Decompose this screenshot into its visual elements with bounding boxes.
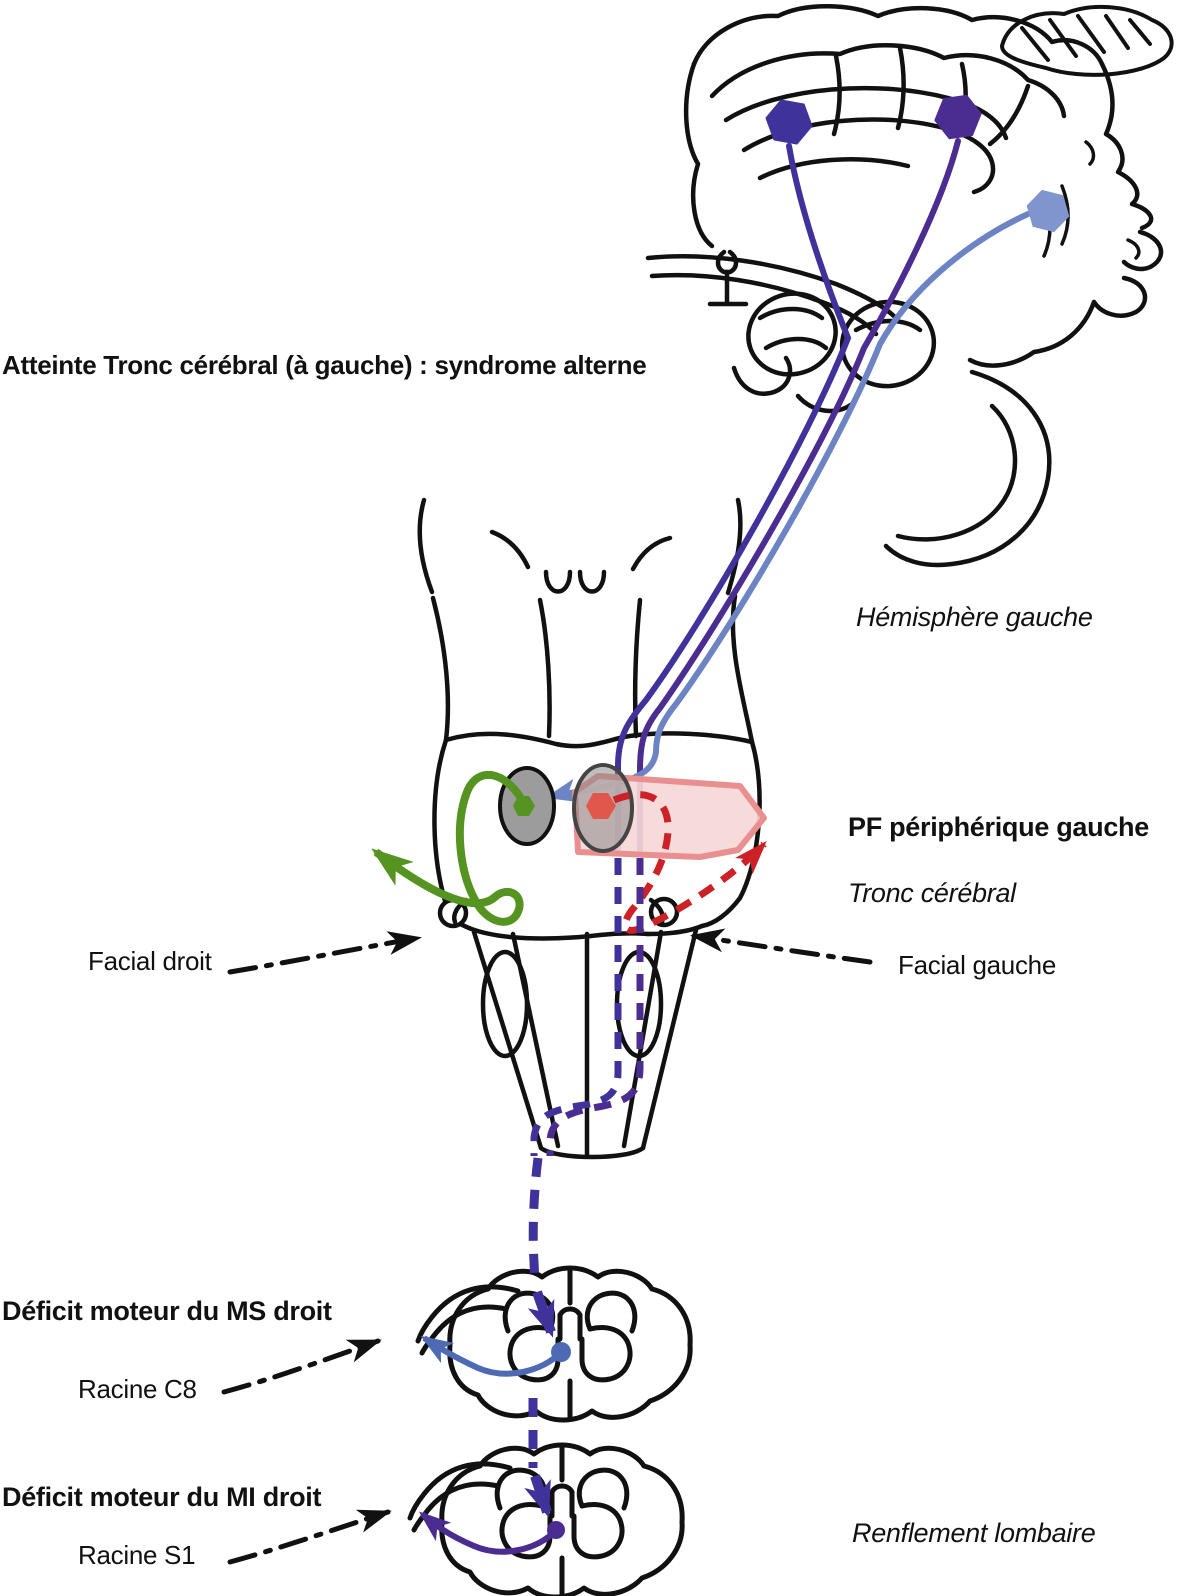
facial-gauche-arrow xyxy=(690,928,873,965)
pyramidal-tracts xyxy=(545,138,1031,853)
brainstem-outline xyxy=(417,497,762,941)
racine-s1-arrow xyxy=(227,1509,392,1565)
spinal-section-c8 xyxy=(415,1265,693,1423)
label-deficit-ms: Déficit moteur du MS droit xyxy=(2,1296,332,1326)
medulla-outline xyxy=(471,927,699,1160)
cerebellum-folia xyxy=(1000,4,1174,77)
arrow-into-s1-horn xyxy=(524,1474,552,1518)
pyramidal-dashed-right xyxy=(546,858,644,1156)
label-hemisphere-gauche: Hémisphère gauche xyxy=(856,602,1093,632)
arrow-into-c8-horn xyxy=(527,1290,556,1338)
cortical-neuron-arm-area xyxy=(934,94,982,140)
cortical-neuron-leg-area xyxy=(765,99,813,145)
cortical-neuron-face-area xyxy=(1026,189,1070,233)
label-renflement-lombaire: Renflement lombaire xyxy=(852,1518,1096,1548)
facial-nerve-left-dashed-path xyxy=(612,791,767,934)
spinal-section-s1 xyxy=(407,1442,685,1596)
title-syndrome-alterne: Atteinte Tronc cérébral (à gauche) : syn… xyxy=(2,350,647,380)
label-racine-c8: Racine C8 xyxy=(78,1374,197,1404)
label-pf-peripherique-gauche: PF périphérique gauche xyxy=(848,812,1149,842)
facial-nucleus-left-neuron xyxy=(586,793,616,819)
pyramidal-dashed-left xyxy=(530,858,622,1156)
label-tronc-cerebral: Tronc cérébral xyxy=(848,878,1016,908)
label-facial-gauche: Facial gauche xyxy=(898,950,1056,980)
cortical-neurons xyxy=(765,94,1070,233)
brain-deep-structures xyxy=(645,249,1052,568)
corticospinal-tract-right-line xyxy=(637,138,961,853)
facial-nerve-right-path xyxy=(371,770,528,926)
label-racine-s1: Racine S1 xyxy=(78,1540,196,1570)
label-facial-droit: Facial droit xyxy=(88,946,212,976)
pyramidal-dashed-to-c8 xyxy=(528,1157,543,1286)
label-deficit-mi: Déficit moteur du MI droit xyxy=(2,1482,322,1512)
facial-droit-arrow xyxy=(227,931,422,975)
pyramidal-tract-dashed xyxy=(524,858,644,1518)
racine-c8-arrow xyxy=(221,1338,382,1395)
corticospinal-tract-left-line xyxy=(615,143,852,853)
c8-root-fiber xyxy=(420,1335,564,1377)
s1-root-fiber xyxy=(418,1511,559,1555)
annotation-arrows xyxy=(221,928,873,1565)
